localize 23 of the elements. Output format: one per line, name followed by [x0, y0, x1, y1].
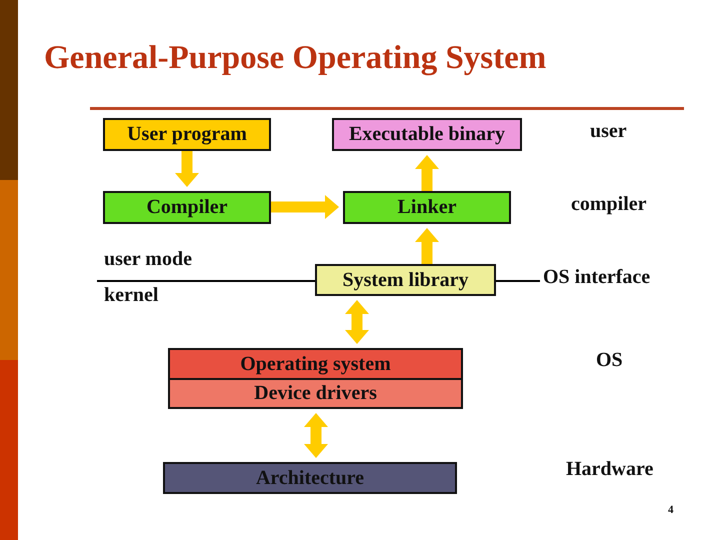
- arrow: [415, 228, 439, 264]
- process-box: Device drivers: [168, 378, 463, 409]
- arrow: [345, 300, 369, 344]
- process-box: User program: [103, 118, 271, 151]
- side-text: OS: [596, 349, 623, 372]
- side-text: compiler: [571, 193, 647, 216]
- process-box: Operating system: [168, 348, 463, 380]
- process-box: Compiler: [103, 191, 271, 224]
- page-number: 4: [668, 504, 674, 516]
- arrow: [415, 155, 439, 191]
- mode-label: user mode: [104, 248, 192, 271]
- side-text: user: [590, 120, 627, 143]
- arrow: [304, 413, 328, 458]
- process-box: System library: [315, 264, 496, 296]
- process-box: Executable binary: [332, 118, 522, 151]
- side-text: Hardware: [566, 458, 654, 481]
- arrow: [175, 151, 199, 187]
- arrow: [271, 195, 339, 219]
- process-box: Architecture: [163, 462, 457, 494]
- side-text: OS interface: [543, 266, 650, 289]
- process-box: Linker: [343, 191, 511, 224]
- mode-label: kernel: [104, 284, 158, 307]
- slide-title: General-Purpose Operating System: [44, 40, 546, 77]
